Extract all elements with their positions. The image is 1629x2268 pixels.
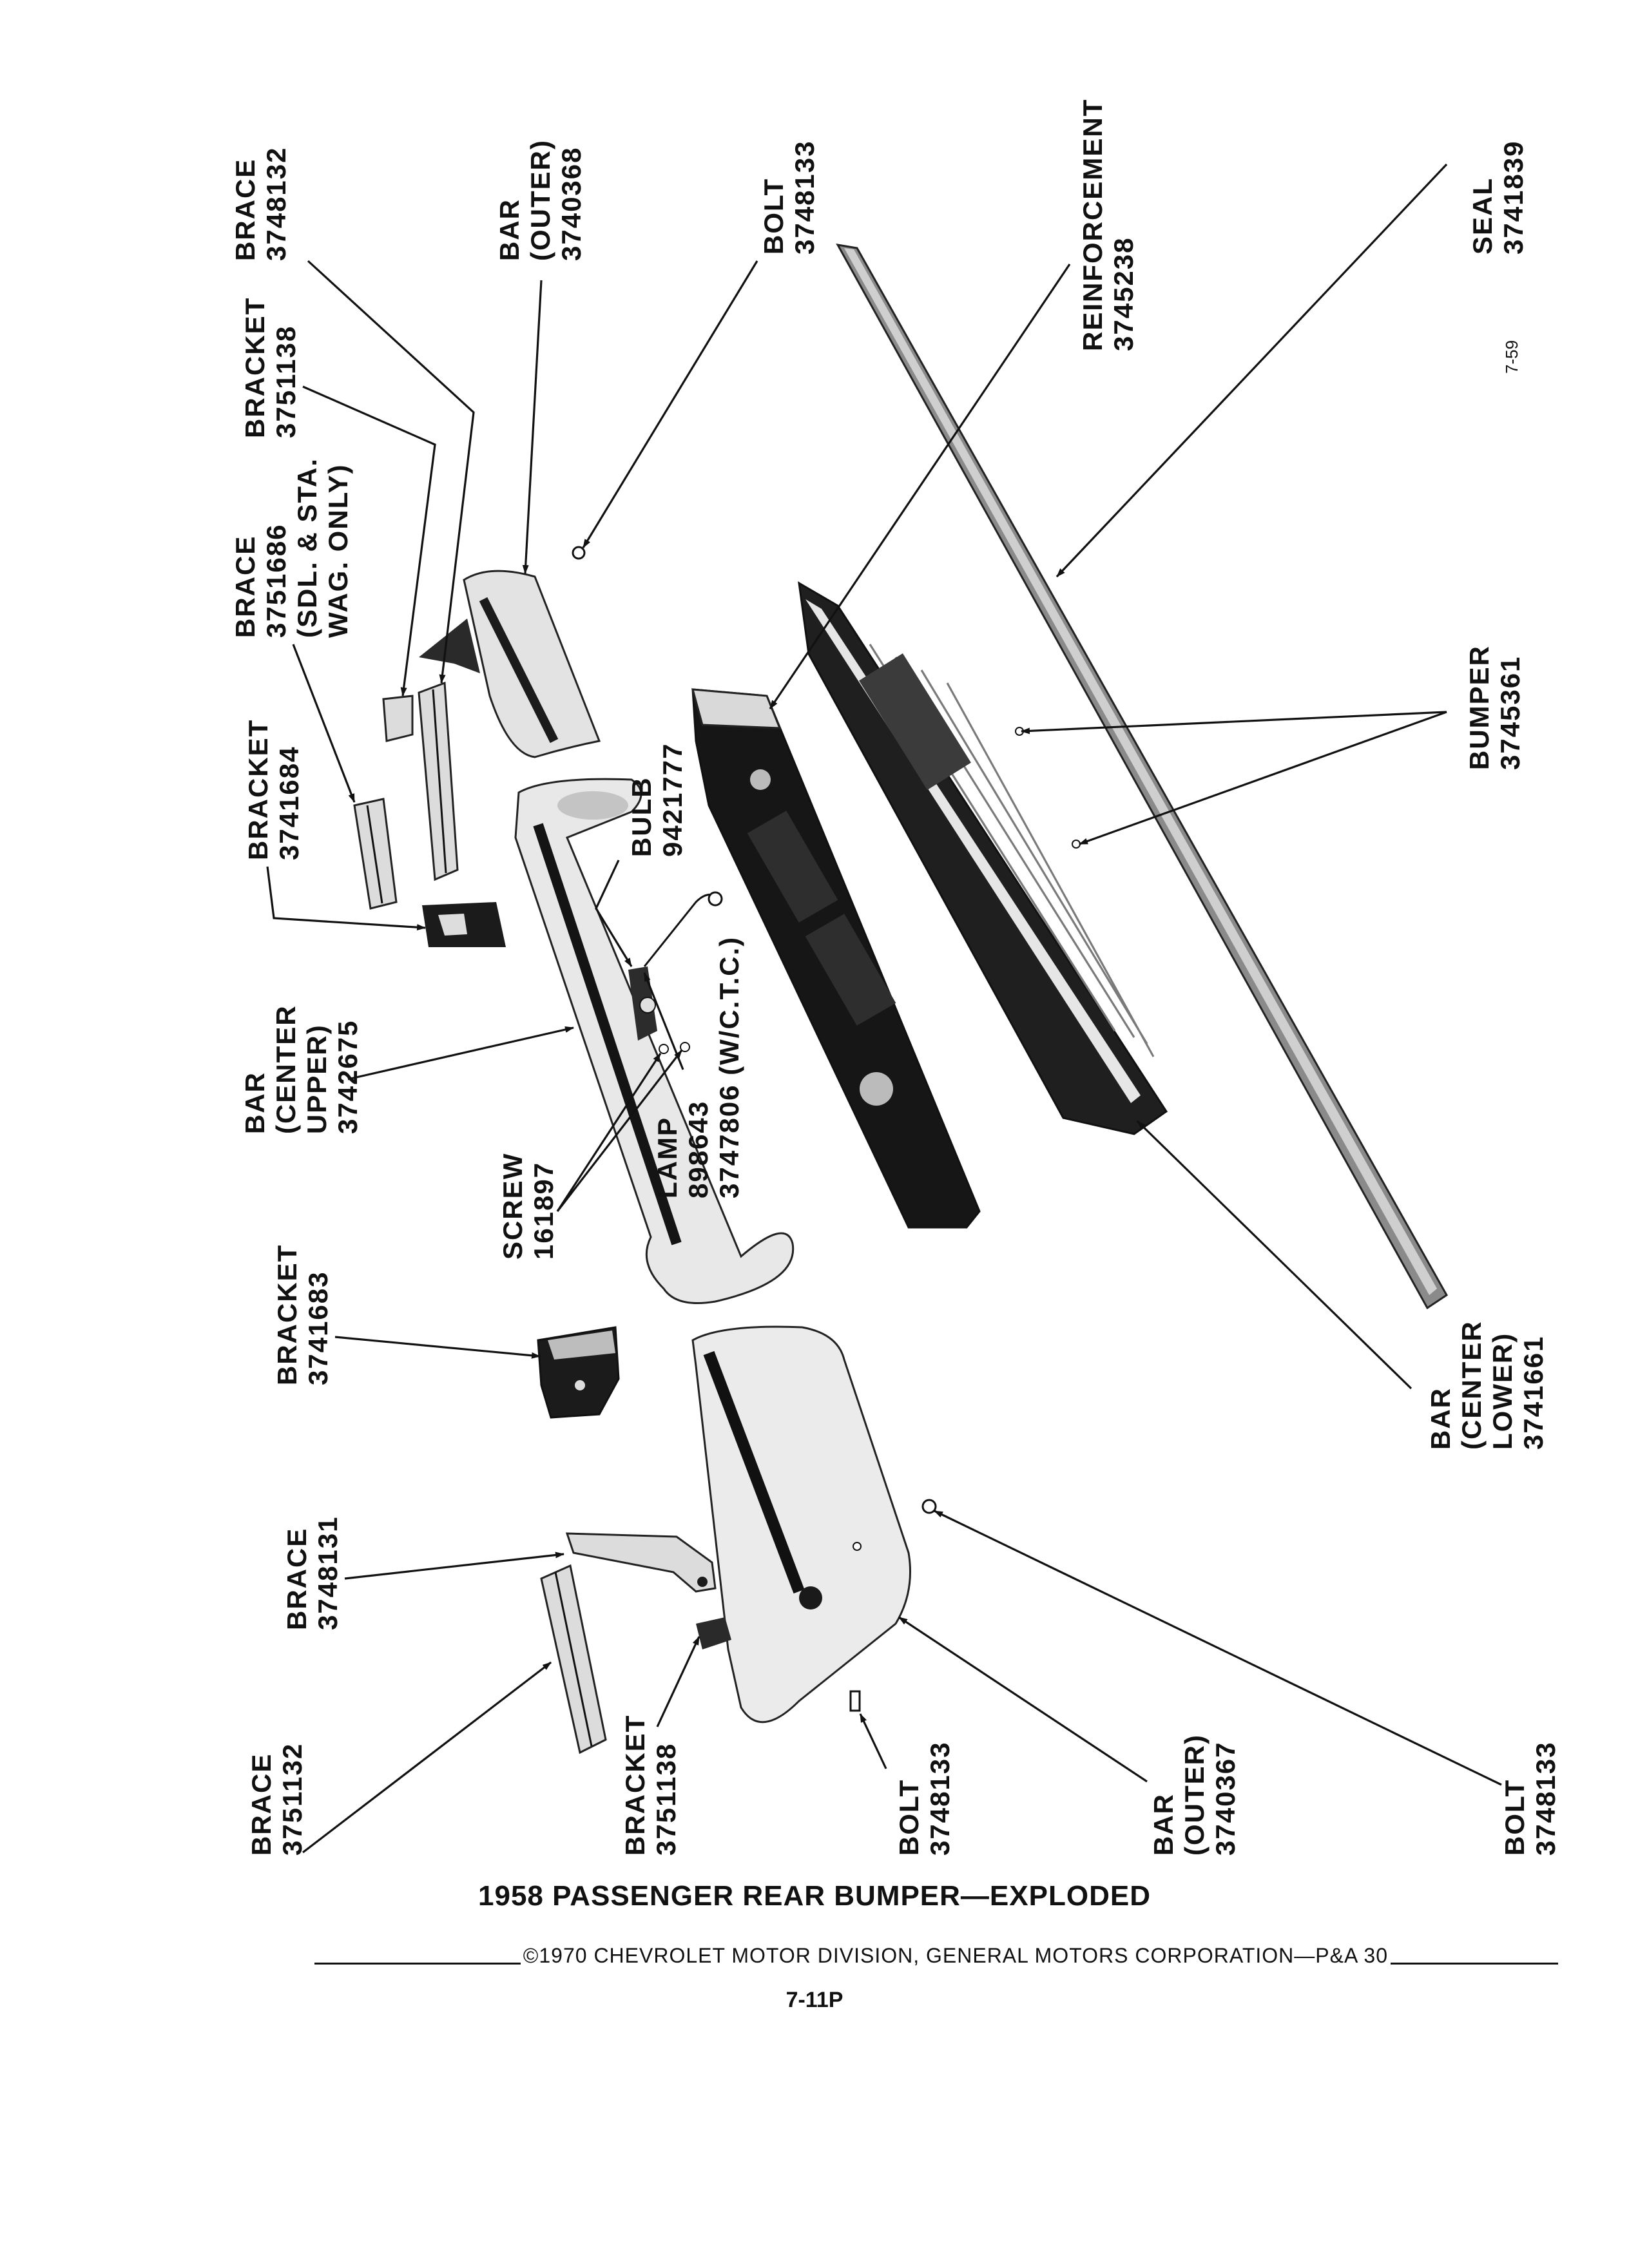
brace-3751686-part: [382, 681, 459, 881]
center-lower-bar-part: [798, 581, 1168, 1135]
bracket-3751138-bottom-part: [696, 1617, 731, 1649]
date-code-text: 7-59: [1502, 340, 1521, 374]
callout-bar-center-lower: BAR (CENTER LOWER) 3741661: [1425, 1320, 1548, 1450]
callout-bulb: BULB 9421777: [626, 742, 688, 857]
callout-screw-line2: 161897: [528, 1162, 559, 1260]
bracket-3741683-part: [537, 1326, 620, 1419]
lamp-assembly-part: [628, 891, 723, 1054]
leader-lines: [266, 163, 1502, 1854]
callout-bar-center-upper-line2: (CENTER: [271, 1004, 301, 1134]
callout-bracket-3741683-line2: 3741683: [303, 1271, 333, 1385]
callout-bar-center-upper-line3: UPPER): [302, 1024, 332, 1134]
callout-bolt-3748133-mid-line1: BOLT: [894, 1779, 924, 1856]
outer-bar-upper-part: [419, 570, 601, 758]
callout-bar-outer-3740367-line3: 3740367: [1210, 1741, 1240, 1856]
rule-right: [1391, 1962, 1558, 1965]
callout-bracket-3741684-line2: 3741684: [274, 745, 304, 860]
callout-brace-3751686: BRACE 3751686 (SDL. & STA. WAG. ONLY): [230, 457, 353, 638]
callout-bolt-3748133-mid: BOLT 3748133: [894, 1741, 955, 1856]
callout-brace-3748131-line2: 3748131: [313, 1515, 343, 1630]
callout-brace-3751132-line2: 3751132: [277, 1743, 307, 1856]
callout-lamp-line1: LAMP: [652, 1117, 682, 1198]
callout-bolt-3748133-top: BOLT 3748133: [758, 140, 820, 255]
callout-bolt-3748133-mid-line2: 3748133: [925, 1741, 955, 1856]
reinforcement-part: [691, 688, 981, 1229]
callout-lamp-line2: 898643: [683, 1100, 713, 1198]
callout-screw: SCREW 161897: [497, 1153, 559, 1260]
callout-bar-outer-3740367-line1: BAR: [1148, 1793, 1179, 1856]
callout-brace-3751686-line4: WAG. ONLY): [323, 464, 353, 638]
callout-brace-3751132: BRACE 3751132: [246, 1743, 307, 1856]
callout-bar-center-upper: BAR (CENTER UPPER) 3742675: [240, 1004, 363, 1134]
outer-bar-lower-part: [691, 1325, 911, 1724]
callout-brace-3751686-line3: (SDL. & STA.: [292, 457, 322, 638]
callout-reinforcement-line1: REINFORCEMENT: [1077, 99, 1108, 351]
callout-bar-outer-3740368-line3: 3740368: [556, 146, 586, 261]
figure-title: 1958 PASSENGER REAR BUMPER—EXPLODED: [478, 1880, 1151, 1912]
callout-bar-outer-3740368: BAR (OUTER) 3740368: [494, 139, 586, 261]
copyright-row: ©1970 CHEVROLET MOTOR DIVISION, GENERAL …: [314, 1939, 1558, 1972]
callout-seal-line1: SEAL: [1467, 177, 1498, 255]
callout-bracket-3751138-bottom-line2: 3751138: [651, 1743, 681, 1856]
callout-brace-3748132-line2: 3748132: [261, 146, 291, 261]
rule-left: [314, 1962, 521, 1965]
callout-seal-line2: 3741839: [1498, 140, 1528, 255]
callout-bracket-3751138-top: BRACKET 3751138: [240, 297, 301, 438]
callout-bolt-3748133-right: BOLT 3748133: [1499, 1741, 1561, 1856]
callout-bar-center-lower-line3: LOWER): [1487, 1332, 1518, 1450]
callout-bracket-3741684: BRACKET 3741684: [243, 719, 304, 860]
callout-bar-center-lower-line1: BAR: [1425, 1387, 1456, 1450]
bulb-part: [708, 891, 723, 907]
callout-bolt-3748133-top-line1: BOLT: [758, 178, 789, 255]
callout-bar-outer-3740368-line2: (OUTER): [525, 139, 555, 261]
callout-brace-3748131: BRACE 3748131: [282, 1515, 343, 1630]
callout-bar-center-upper-line4: 3742675: [333, 1019, 363, 1134]
callout-reinforcement-line2: 3745238: [1108, 236, 1139, 351]
callout-bar-center-lower-line4: 3741661: [1518, 1335, 1548, 1450]
callout-bar-center-upper-line1: BAR: [240, 1072, 270, 1134]
callout-bar-outer-3740368-line1: BAR: [494, 198, 525, 261]
callout-screw-line1: SCREW: [497, 1153, 528, 1260]
callout-bolt-3748133-top-line2: 3748133: [789, 140, 820, 255]
callout-reinforcement: REINFORCEMENT 3745238: [1077, 99, 1139, 351]
bracket-3741684-part: [353, 798, 506, 947]
callout-bracket-3751138-bottom: BRACKET 3751138: [620, 1715, 681, 1856]
callout-bulb-line1: BULB: [626, 776, 657, 857]
callout-bumper: BUMPER 3745361: [1464, 645, 1525, 770]
center-upper-bar-part: [514, 778, 795, 1304]
callout-bar-outer-3740367-line2: (OUTER): [1179, 1734, 1210, 1856]
callout-bar-outer-3740367: BAR (OUTER) 3740367: [1148, 1734, 1240, 1856]
callout-bumper-line2: 3745361: [1495, 655, 1525, 770]
callout-bracket-3741683-line1: BRACKET: [272, 1244, 302, 1385]
callout-bracket-3741684-line1: BRACKET: [243, 719, 273, 860]
callout-brace-3751686-line1: BRACE: [230, 535, 260, 638]
callout-bar-center-lower-line2: (CENTER: [1456, 1320, 1487, 1450]
copyright-notice: ©1970 CHEVROLET MOTOR DIVISION, GENERAL …: [523, 1943, 1388, 1967]
brace-3748131-part: [565, 1532, 717, 1593]
callout-bumper-line1: BUMPER: [1464, 645, 1494, 770]
callout-bulb-line2: 9421777: [657, 742, 688, 857]
callout-bracket-3741683: BRACKET 3741683: [272, 1244, 333, 1385]
brace-3751132-part: [540, 1564, 607, 1754]
callout-brace-3751686-line2: 3751686: [261, 523, 291, 638]
callout-bracket-3751138-bottom-line1: BRACKET: [620, 1715, 650, 1856]
callout-brace-3748131-line1: BRACE: [282, 1528, 312, 1630]
callout-brace-3751132-line1: BRACE: [246, 1753, 276, 1856]
callout-bolt-3748133-right-line2: 3748133: [1530, 1741, 1561, 1856]
callout-lamp: LAMP 898643 3747806 (W/C.T.C.): [652, 936, 744, 1198]
callout-bracket-3751138-top-line2: 3751138: [271, 325, 301, 438]
callout-lamp-line3: 3747806 (W/C.T.C.): [714, 936, 744, 1198]
bumper-part-2: [1072, 840, 1081, 849]
callout-bolt-3748133-right-line1: BOLT: [1499, 1779, 1530, 1856]
callout-bracket-3751138-top-line1: BRACKET: [240, 297, 270, 438]
callout-brace-3748132-line1: BRACE: [230, 159, 260, 261]
callout-seal: SEAL 3741839: [1467, 140, 1528, 255]
bolt-parts: [572, 546, 937, 1712]
date-code: 7-59: [1502, 340, 1521, 374]
seal-part: [836, 244, 1448, 1310]
page-number: 7-11P: [786, 1988, 843, 2012]
callout-brace-3748132: BRACE 3748132: [230, 146, 291, 261]
